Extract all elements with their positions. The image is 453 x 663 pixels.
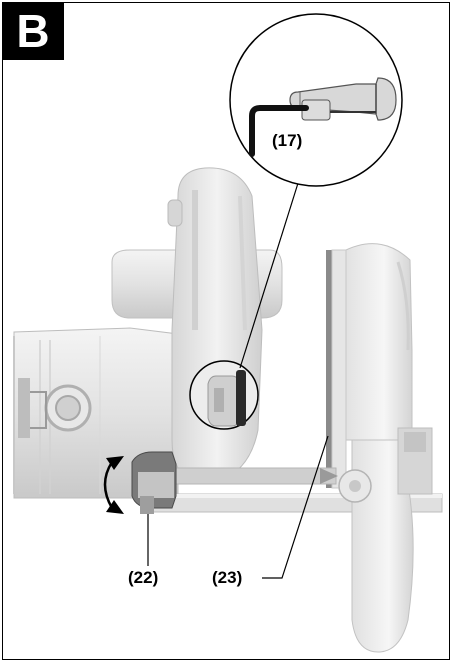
detail-zoom-circle bbox=[229, 13, 403, 187]
callout-23: (23) bbox=[212, 568, 242, 587]
wrench-slot-area bbox=[189, 360, 259, 430]
blade-guard bbox=[341, 243, 413, 441]
depth-adjust-rod bbox=[149, 467, 372, 503]
leader-lines bbox=[147, 179, 329, 579]
saw-blade bbox=[326, 249, 347, 489]
callout-22: (22) bbox=[128, 568, 158, 587]
callout-17: (17) bbox=[272, 131, 302, 150]
motor-housing bbox=[13, 327, 179, 499]
front-bracket bbox=[397, 427, 433, 495]
locking-knob bbox=[131, 451, 177, 514]
figure-badge: B bbox=[2, 2, 64, 60]
rotation-arrow-icon bbox=[103, 456, 124, 514]
main-handle bbox=[167, 167, 263, 481]
